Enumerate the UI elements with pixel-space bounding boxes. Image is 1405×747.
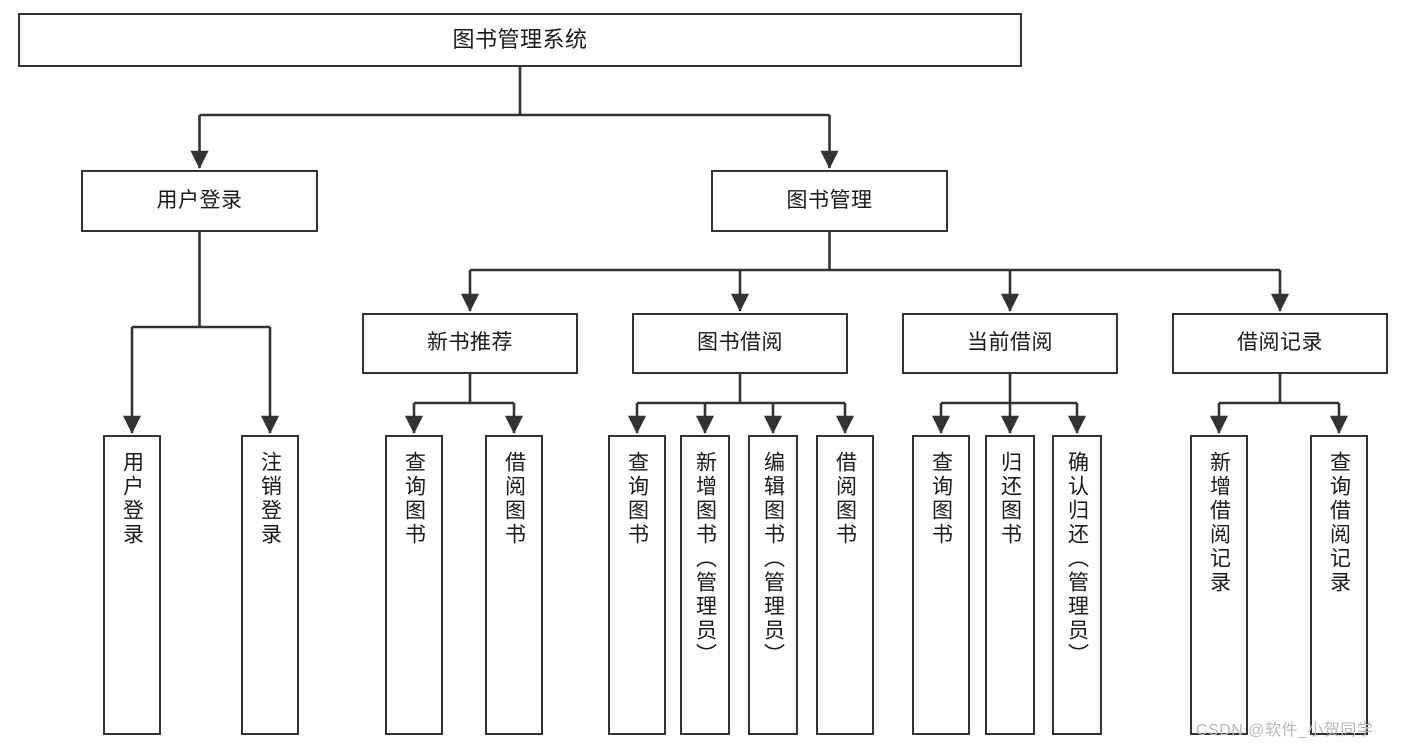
node-book-manage[interactable]: 图书管理: [711, 170, 948, 232]
node-label: 图书管理: [786, 188, 873, 212]
node-borrow-record[interactable]: 借阅记录: [1172, 313, 1388, 374]
node-root[interactable]: 图书管理系统: [18, 13, 1022, 67]
node-leaf-borrow-book-2[interactable]: 借阅图书: [816, 435, 874, 735]
node-new-book-rec[interactable]: 新书推荐: [362, 313, 578, 374]
node-leaf-return-book[interactable]: 归还图书: [985, 435, 1035, 735]
node-label: 图书管理系统: [452, 27, 588, 53]
node-leaf-add-book[interactable]: 新增图书（管理员）: [680, 435, 730, 735]
node-leaf-query-book-2[interactable]: 查询图书: [608, 435, 666, 735]
node-label: 借阅记录: [1237, 331, 1323, 355]
node-label: 确认归还（管理员）: [1065, 451, 1089, 667]
node-label: 归还图书: [998, 451, 1022, 547]
node-label: 借阅图书: [502, 451, 526, 547]
node-leaf-add-record[interactable]: 新增借阅记录: [1190, 435, 1248, 735]
node-label: 新书推荐: [427, 331, 513, 355]
node-label: 借阅图书: [833, 451, 857, 547]
node-label: 编辑图书（管理员）: [761, 451, 785, 667]
node-label: 注销登录: [258, 451, 282, 547]
node-leaf-query-book-3[interactable]: 查询图书: [912, 435, 970, 735]
node-user-login[interactable]: 用户登录: [81, 170, 318, 232]
node-leaf-user-login[interactable]: 用户登录: [103, 435, 161, 735]
node-label: 查询图书: [402, 451, 426, 547]
node-leaf-confirm-return[interactable]: 确认归还（管理员）: [1052, 435, 1102, 735]
watermark-text: CSDN @软件_小贺同学: [1196, 722, 1374, 739]
node-leaf-edit-book[interactable]: 编辑图书（管理员）: [748, 435, 798, 735]
node-current-borrow[interactable]: 当前借阅: [902, 313, 1118, 374]
node-label: 图书借阅: [697, 331, 783, 355]
node-label: 当前借阅: [967, 331, 1053, 355]
node-label: 查询图书: [625, 451, 649, 547]
node-label: 查询图书: [929, 451, 953, 547]
node-label: 用户登录: [120, 451, 144, 547]
node-book-borrow[interactable]: 图书借阅: [632, 313, 848, 374]
node-leaf-logout[interactable]: 注销登录: [241, 435, 299, 735]
node-label: 查询借阅记录: [1327, 451, 1351, 595]
node-leaf-query-book-1[interactable]: 查询图书: [385, 435, 443, 735]
node-leaf-query-record[interactable]: 查询借阅记录: [1310, 435, 1368, 735]
node-label: 新增图书（管理员）: [693, 451, 717, 667]
node-label: 新增借阅记录: [1207, 451, 1231, 595]
node-label: 用户登录: [156, 188, 243, 212]
node-leaf-borrow-book-1[interactable]: 借阅图书: [485, 435, 543, 735]
